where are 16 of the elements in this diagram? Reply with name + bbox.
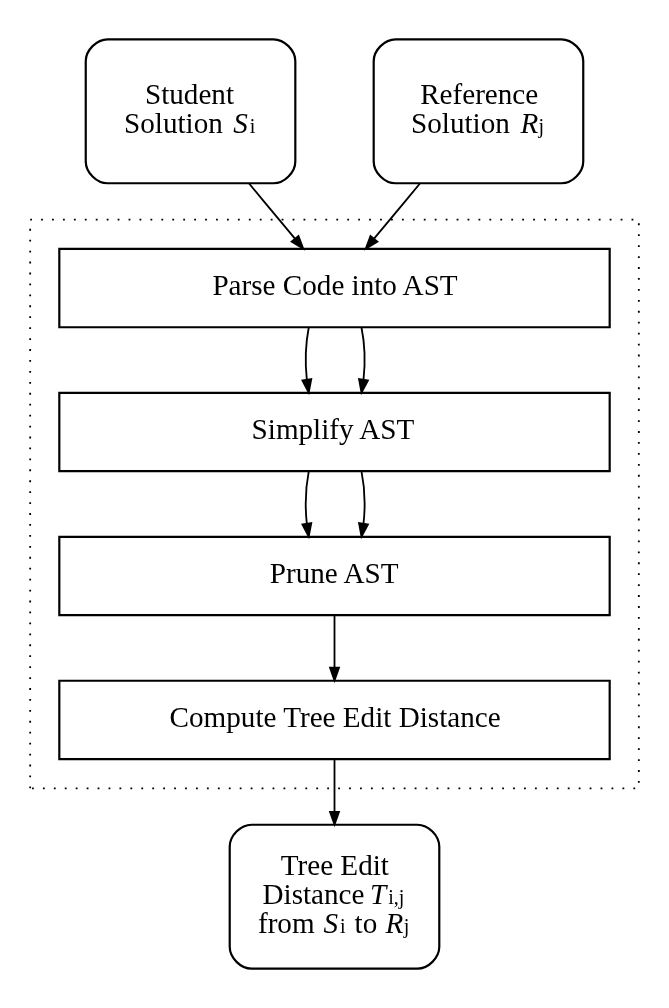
node-box: Reference Solution Rj — [372, 38, 585, 185]
arrow — [357, 326, 370, 396]
node-box: Tree Edit Distance Ti,j from Si to Rj — [228, 823, 441, 970]
arrow — [301, 326, 313, 396]
arrow — [357, 470, 370, 540]
arrow — [248, 182, 305, 251]
node-box: Compute Tree Edit Distance — [58, 679, 611, 761]
arrow — [364, 182, 421, 251]
node-box: Student Solution Si — [84, 38, 297, 185]
arrow — [328, 614, 341, 684]
node-box: Parse Code into AST — [58, 247, 611, 329]
node-box: Prune AST — [58, 535, 611, 617]
arrow — [328, 758, 341, 828]
arrow — [301, 470, 313, 540]
cluster — [29, 218, 640, 790]
node-box: Simplify AST — [58, 391, 611, 473]
